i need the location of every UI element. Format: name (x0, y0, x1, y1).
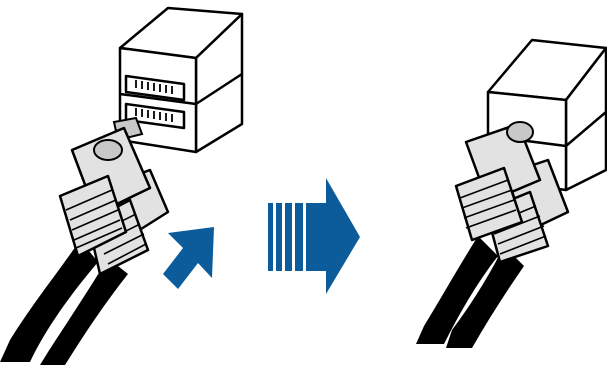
insertion-arrow (163, 227, 214, 289)
left-panel (0, 8, 242, 365)
right-panel (416, 40, 606, 348)
transition-arrow (268, 178, 360, 294)
